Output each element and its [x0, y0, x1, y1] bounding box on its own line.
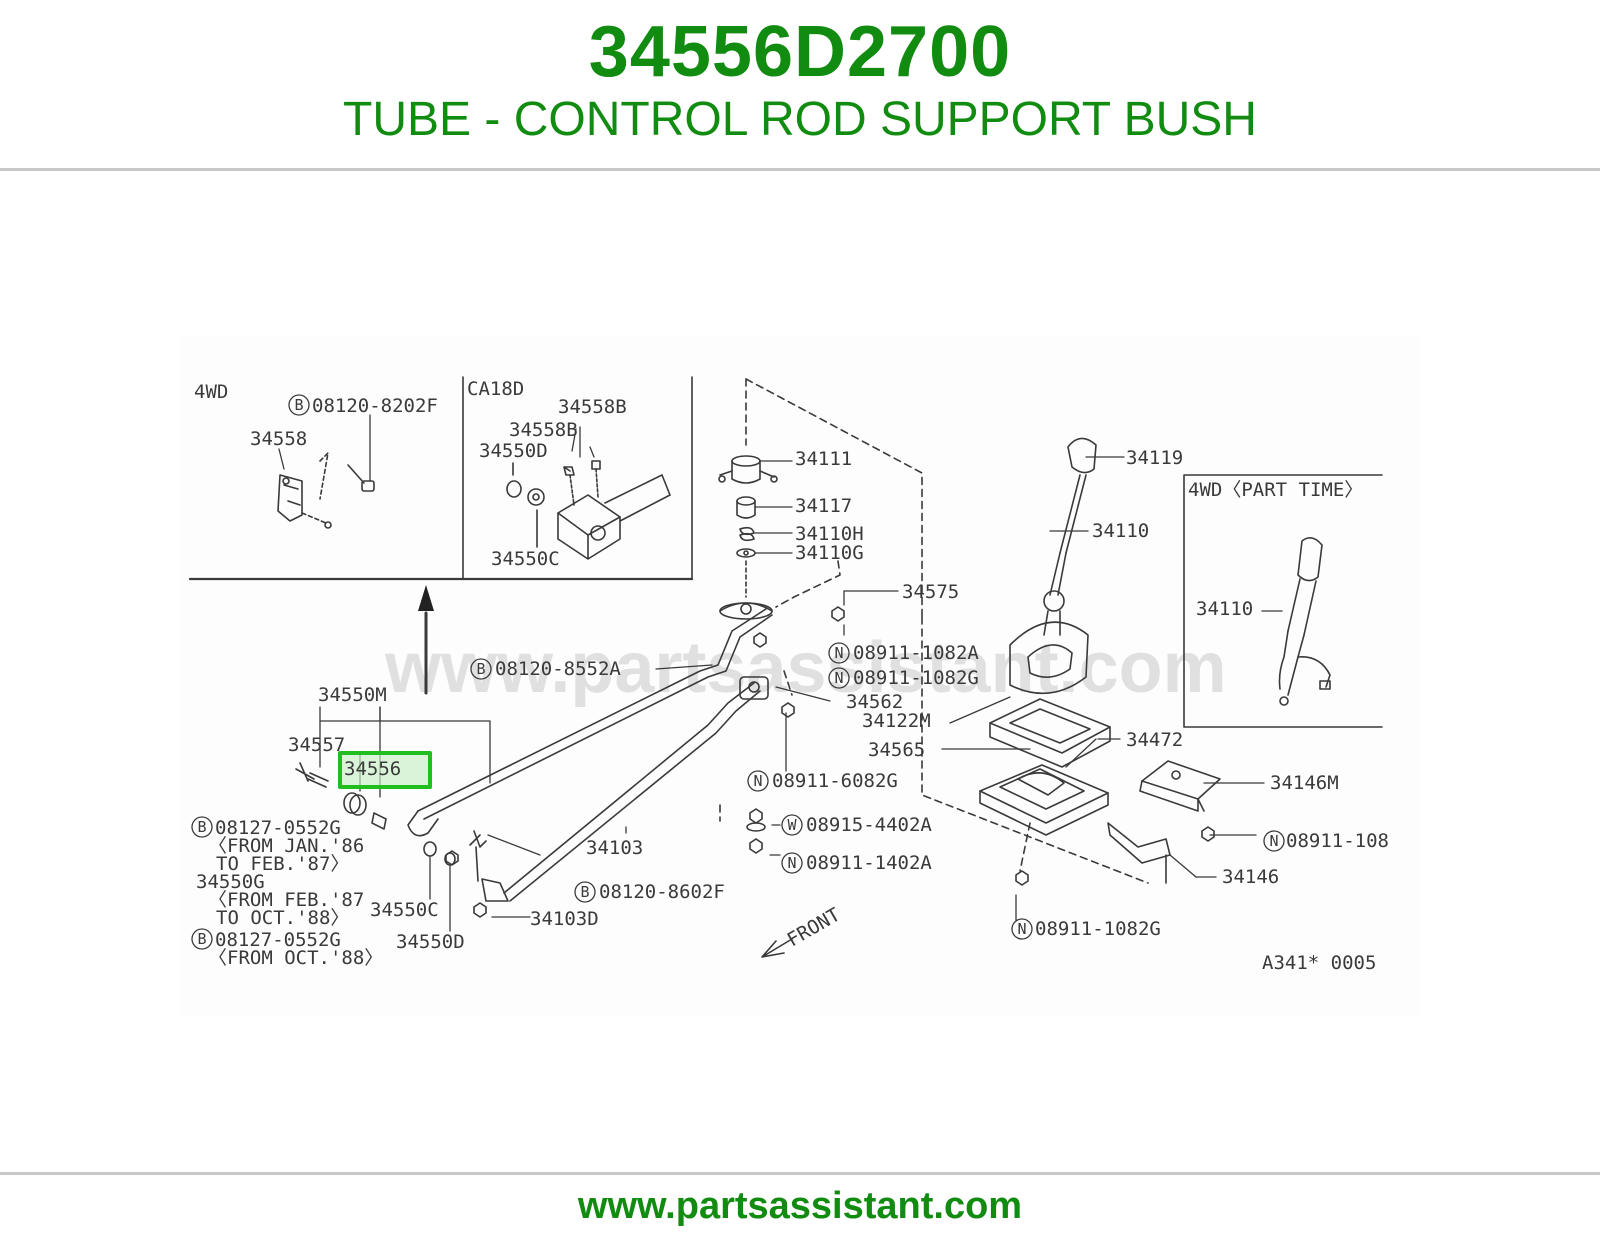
callout-label: 34550C — [491, 548, 560, 570]
callout-label: 34117 — [795, 495, 852, 517]
dashed-outline — [719, 378, 1149, 884]
bolt-symbol: B — [197, 930, 206, 948]
nut-symbol: N — [787, 854, 796, 872]
part-number: 34556D2700 — [588, 12, 1012, 92]
callout-label: 34562 — [846, 691, 903, 713]
callout-label: 08127-0552G — [215, 817, 341, 839]
callout-label: 34472 — [1126, 729, 1183, 751]
housing-34472 — [979, 764, 1109, 836]
ca18d-assembly — [506, 460, 671, 560]
callout-label: 34146M — [1270, 772, 1339, 794]
rod-34103 — [407, 608, 773, 902]
callout-label: 34110G — [795, 542, 864, 564]
website-link[interactable]: www.partsassistant.com — [577, 1185, 1023, 1227]
nut-symbols — [445, 606, 1215, 918]
footer-divider — [0, 1172, 1600, 1175]
nut-symbol: N — [834, 644, 843, 662]
callout-label: 34565 — [868, 739, 925, 761]
nut-symbol: N — [1017, 920, 1026, 938]
callout-label: 34558 — [250, 428, 307, 450]
highlight-box-34556 — [338, 751, 432, 789]
shift-lever-inset — [1183, 474, 1383, 728]
callout-label: 〈FROM FEB.'87 — [208, 889, 364, 911]
inset-frame — [188, 376, 694, 695]
inset-label-part-time: 4WD〈PART TIME〉 — [1188, 479, 1363, 501]
callout-label: 34103D — [530, 908, 599, 930]
washer-symbol: W — [787, 816, 797, 834]
callout-label: 08911-1082G — [853, 667, 979, 689]
bushing-parts-34556 — [295, 762, 487, 882]
front-label: FRONT — [784, 904, 845, 952]
parts-diagram: www.partsassistant.com 4WD CA18D — [180, 335, 1420, 1015]
circle-symbols — [191, 394, 1285, 950]
highlighted-part-label: 34556 — [344, 758, 401, 780]
callout-label: 34110 — [1196, 598, 1253, 620]
callout-label: 08911-1082A — [853, 642, 979, 664]
nut-symbol: N — [834, 669, 843, 687]
top-stack-34111 — [718, 455, 778, 620]
callout-label: 34146 — [1222, 866, 1279, 888]
callout-label: 08911-108 — [1286, 830, 1389, 852]
bolt-symbol: B — [294, 396, 303, 414]
callout-label: 34110H — [795, 523, 864, 545]
callout-label: 34550M — [318, 684, 387, 706]
inset-label-ca18d: CA18D — [467, 378, 524, 400]
inset-label-4wd: 4WD — [194, 381, 228, 403]
nut-symbol: N — [1269, 832, 1278, 850]
part-name: TUBE - CONTROL ROD SUPPORT BUSH — [343, 93, 1257, 146]
callout-label: 34110 — [1092, 520, 1149, 542]
callout-label: 08127-0552G — [215, 929, 341, 951]
callout-label: 08911-1082G — [1035, 918, 1161, 940]
callout-label: 34111 — [795, 448, 852, 470]
callout-label: 34119 — [1126, 447, 1183, 469]
callout-label: 34103 — [586, 837, 643, 859]
bolt-symbol: B — [197, 818, 206, 836]
callout-label: TO OCT.'88〉 — [216, 907, 349, 929]
callout-label: 34558B — [558, 396, 627, 418]
header-divider — [0, 168, 1600, 171]
callout-label: 08915-4402A — [806, 814, 932, 836]
callout-label: 34550G — [196, 871, 265, 893]
callout-label: 〈FROM JAN.'86 — [208, 835, 364, 857]
nut-symbol: N — [753, 772, 762, 790]
callout-label: 34550D — [396, 931, 465, 953]
callout-label: TO FEB.'87〉 — [216, 853, 349, 875]
callout-label: 34550C — [370, 899, 439, 921]
boot-plate-34565 — [989, 698, 1111, 768]
callout-label: 34557 — [288, 734, 345, 756]
shift-knob-upper — [1009, 437, 1097, 695]
callout-label: 08911-6082G — [772, 770, 898, 792]
callout-label: 08120-8602F — [599, 881, 725, 903]
callout-label: 34575 — [902, 581, 959, 603]
callout-label: 08120-8202F — [312, 395, 438, 417]
callout-label: 34558B — [509, 419, 578, 441]
leader-lines — [278, 414, 1283, 932]
diagram-canvas: www.partsassistant.com 4WD CA18D — [188, 376, 1389, 974]
callout-label: 〈FROM OCT.'88〉 — [208, 947, 383, 969]
callout-label: 08120-8552A — [495, 658, 621, 680]
callout-label: 34122M — [862, 710, 931, 732]
bracket-34558-part — [277, 452, 375, 529]
circle-symbol-letters: B B N N N W N B B B N N — [197, 396, 1278, 948]
bracket-34146 — [1107, 822, 1171, 884]
bracket-34146M — [1139, 760, 1221, 812]
diagram-reference: A341* 0005 — [1262, 952, 1376, 974]
callout-label: 08911-1402A — [806, 852, 932, 874]
front-arrow — [761, 938, 793, 958]
callout-label: 34550D — [479, 440, 548, 462]
bolt-symbol: B — [580, 883, 589, 901]
bolt-symbol: B — [476, 660, 485, 678]
